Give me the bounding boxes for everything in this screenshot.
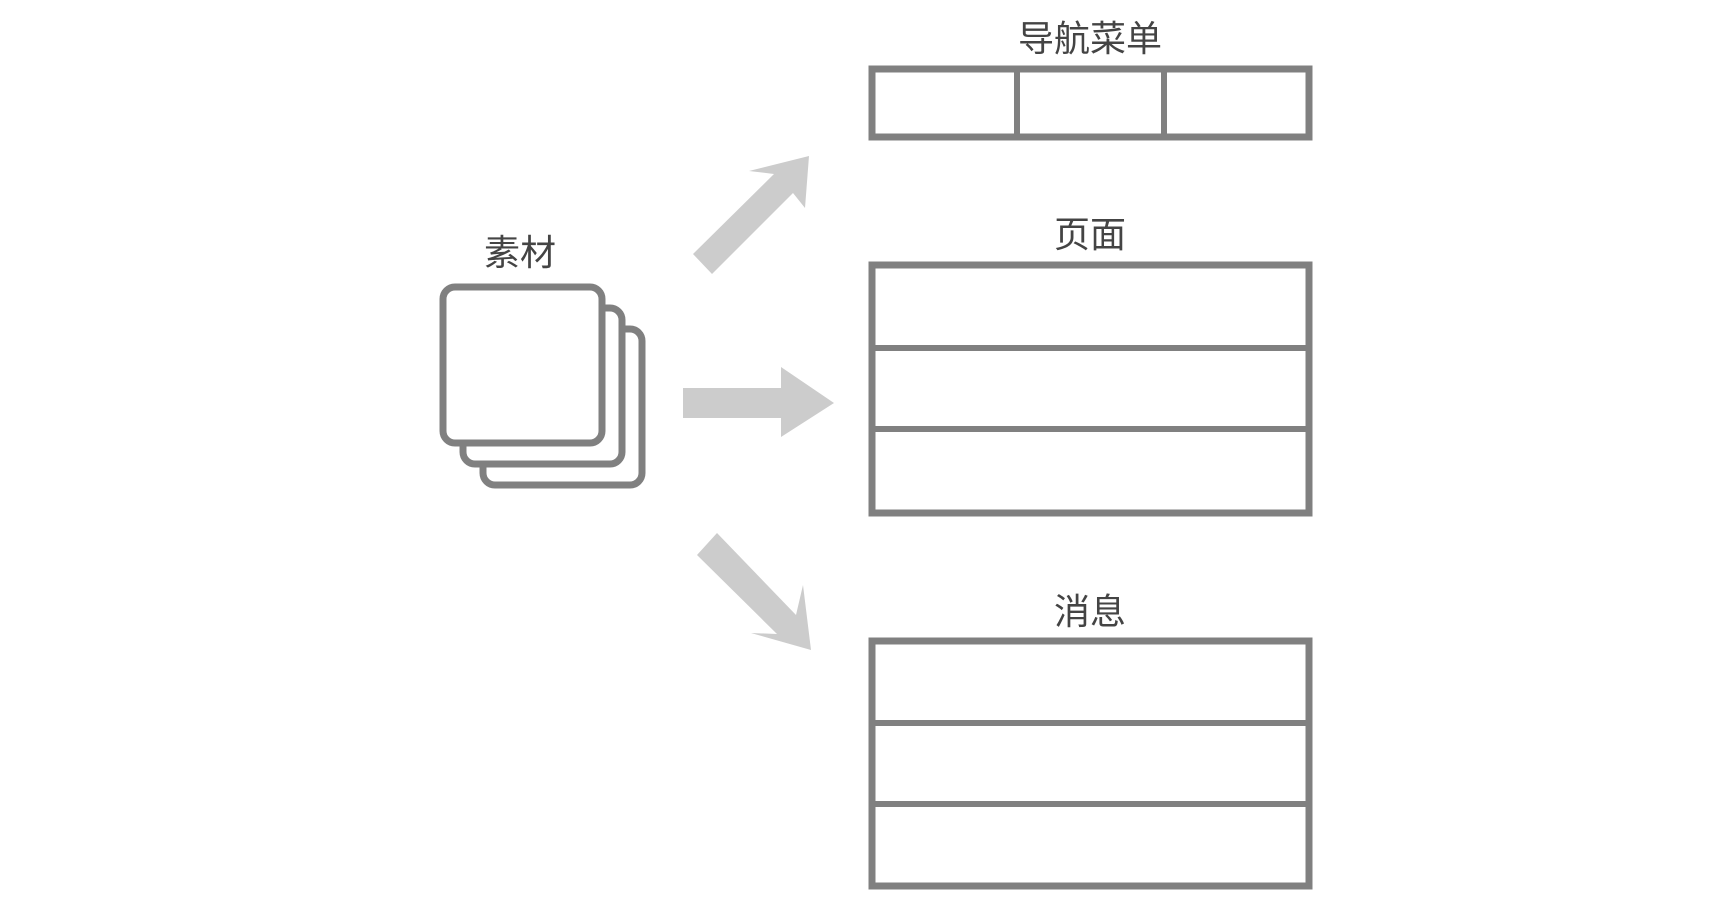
page-label: 页面 bbox=[1054, 215, 1126, 256]
page-box bbox=[868, 261, 1313, 517]
source-node: 素材 bbox=[439, 233, 646, 489]
message-box bbox=[868, 637, 1313, 890]
arrow-down-right-icon bbox=[697, 533, 811, 650]
arrow-up-right-icon bbox=[693, 156, 809, 274]
arrow-right-icon bbox=[683, 367, 834, 437]
card-front bbox=[439, 283, 606, 447]
nav-menu-node: 导航菜单 bbox=[868, 19, 1313, 141]
stacked-cards-icon bbox=[439, 283, 646, 489]
message-label: 消息 bbox=[1054, 592, 1126, 633]
page-node: 页面 bbox=[868, 215, 1313, 517]
nav-menu-bar bbox=[868, 65, 1313, 141]
nav-menu-label: 导航菜单 bbox=[1018, 19, 1162, 60]
message-node: 消息 bbox=[868, 592, 1313, 890]
source-label: 素材 bbox=[484, 233, 556, 274]
